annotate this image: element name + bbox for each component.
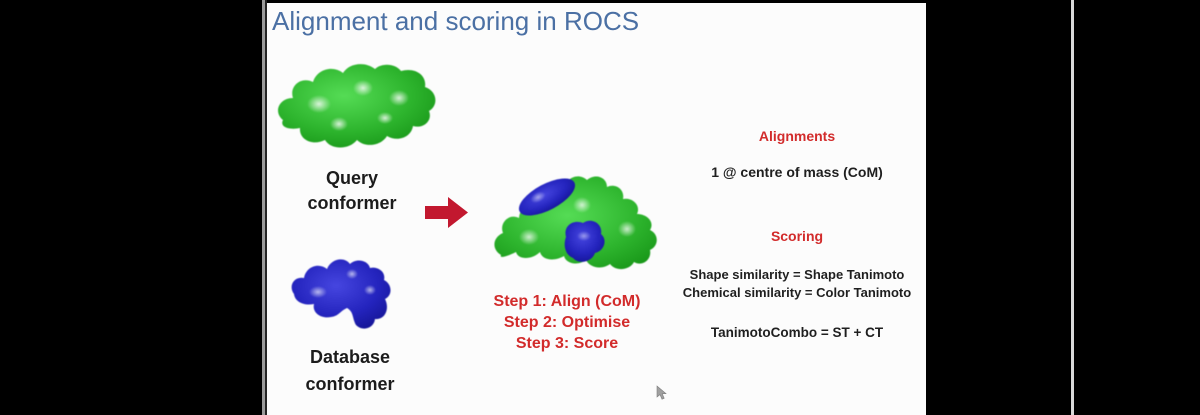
- overlay-blue-lobe-top: [518, 178, 576, 216]
- scoring-tanimoto-combo: TanimotoCombo = ST + CT: [710, 325, 884, 340]
- slide-title: Alignment and scoring in ROCS: [272, 6, 640, 36]
- alignments-heading: Alignments: [758, 128, 836, 144]
- database-label-line2: conformer: [305, 374, 395, 394]
- query-label-line2: conformer: [307, 193, 397, 213]
- query-conformer-label: Query conformer: [272, 166, 432, 216]
- right-frame-divider: [1071, 0, 1074, 415]
- left-frame-edge-dark: [265, 0, 267, 415]
- step-2: Step 2: Optimise: [503, 314, 631, 331]
- step-3: Step 3: Score: [515, 335, 619, 352]
- query-molecule-green-surface: [278, 64, 436, 148]
- alignment-detail: 1 @ centre of mass (CoM): [711, 164, 883, 180]
- database-molecule-blue-surface: [291, 259, 391, 329]
- database-label-line1: Database: [309, 347, 391, 367]
- query-label-line1: Query: [325, 168, 379, 188]
- arrow-right-icon: [423, 194, 470, 231]
- scoring-shape-similarity: Shape similarity = Shape Tanimoto: [689, 267, 905, 282]
- alignment-steps: Step 1: Align (CoM) Step 2: Optimise Ste…: [467, 291, 667, 354]
- scoring-chemical-similarity: Chemical similarity = Color Tanimoto: [682, 285, 912, 300]
- left-frame-edge: [262, 0, 265, 415]
- step-1: Step 1: Align (CoM): [493, 293, 641, 310]
- overlay-blue-lobe-bottom: [564, 220, 605, 262]
- aligned-overlay-molecule: [494, 176, 657, 270]
- mouse-cursor-icon: [655, 385, 667, 401]
- scoring-heading: Scoring: [770, 228, 824, 244]
- database-conformer-label: Database conformer: [270, 344, 430, 398]
- presentation-slide: Alignment and scoring in ROCS: [267, 3, 926, 415]
